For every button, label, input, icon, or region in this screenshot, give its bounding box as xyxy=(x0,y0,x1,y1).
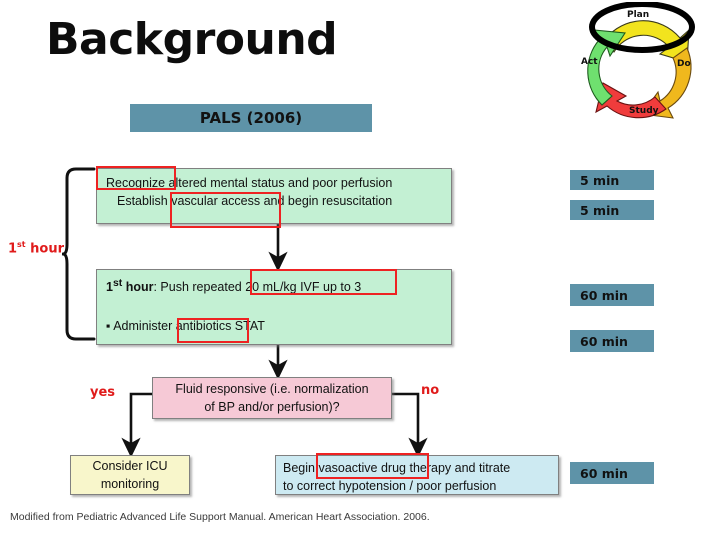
flow-text-push-ivf: 1st hour: Push repeated 20 mL/kg IVF up … xyxy=(97,276,451,296)
decision-text-line1: Fluid responsive (i.e. normalization xyxy=(175,381,369,396)
vaso-text-line1: Begin vasoactive drug therapy and titrat… xyxy=(283,461,511,475)
branch-label-yes: yes xyxy=(90,385,116,400)
icu-text-line2: monitoring xyxy=(100,477,160,491)
first-hour-rest: : Push repeated 20 mL/kg IVF up to 3 xyxy=(153,280,362,295)
bracket-label-first-hour: 1st hour xyxy=(8,240,64,256)
bracket-label-number: 1 xyxy=(8,241,18,257)
time-badge-3: 60 min xyxy=(570,284,654,306)
flow-box-consider-icu: Consider ICU monitoring xyxy=(70,455,190,495)
flow-text-establish: Establish vascular access and begin resu… xyxy=(117,194,393,209)
bracket-label-sup: st xyxy=(17,240,26,249)
first-hour-num: 1 xyxy=(106,280,113,295)
pdsa-label-study: Study xyxy=(629,106,659,116)
first-hour-bracket xyxy=(62,167,96,341)
pdsa-cycle-graphic: Plan Do Study Act xyxy=(572,2,714,132)
first-hour-tail: hour xyxy=(122,280,154,295)
bracket-label-tail: hour xyxy=(25,241,65,257)
time-badge-1: 5 min xyxy=(570,170,654,190)
source-citation: Modified from Pediatric Advanced Life Su… xyxy=(10,511,430,523)
time-badge-5: 60 min xyxy=(570,462,654,484)
pdsa-label-do: Do xyxy=(677,59,691,69)
pdsa-cycle-icon xyxy=(587,2,695,119)
branch-label-no: no xyxy=(421,383,440,398)
flow-box-first-hour: 1st hour: Push repeated 20 mL/kg IVF up … xyxy=(96,269,452,345)
icu-text-wrap: Consider ICU monitoring xyxy=(92,457,167,493)
decision-text-line2: of BP and/or perfusion)? xyxy=(204,400,340,414)
flow-text-antibiotics: ▪ Administer antibiotics STAT xyxy=(106,319,265,334)
vaso-text-line2: to correct hypotension / poor perfusion xyxy=(283,479,497,494)
flow-box-vasoactive-therapy: Begin vasoactive drug therapy and titrat… xyxy=(275,455,559,495)
icu-text-line1: Consider ICU xyxy=(92,458,168,473)
pals-banner: PALS (2006) xyxy=(130,104,372,132)
pdsa-label-act: Act xyxy=(581,57,598,67)
flow-text-recognize: Recognize altered mental status and poor… xyxy=(106,176,393,190)
pdsa-label-plan: Plan xyxy=(627,10,650,20)
first-hour-sup: st xyxy=(112,278,123,289)
time-badge-4: 60 min xyxy=(570,330,654,352)
page-title: Background xyxy=(46,14,338,65)
decision-text-wrap: Fluid responsive (i.e. normalization of … xyxy=(175,380,368,416)
time-badge-2: 5 min xyxy=(570,200,654,220)
flow-box-decision-fluid-responsive: Fluid responsive (i.e. normalization of … xyxy=(152,377,392,419)
flow-box-recognize: Recognize altered mental status and poor… xyxy=(96,168,452,224)
